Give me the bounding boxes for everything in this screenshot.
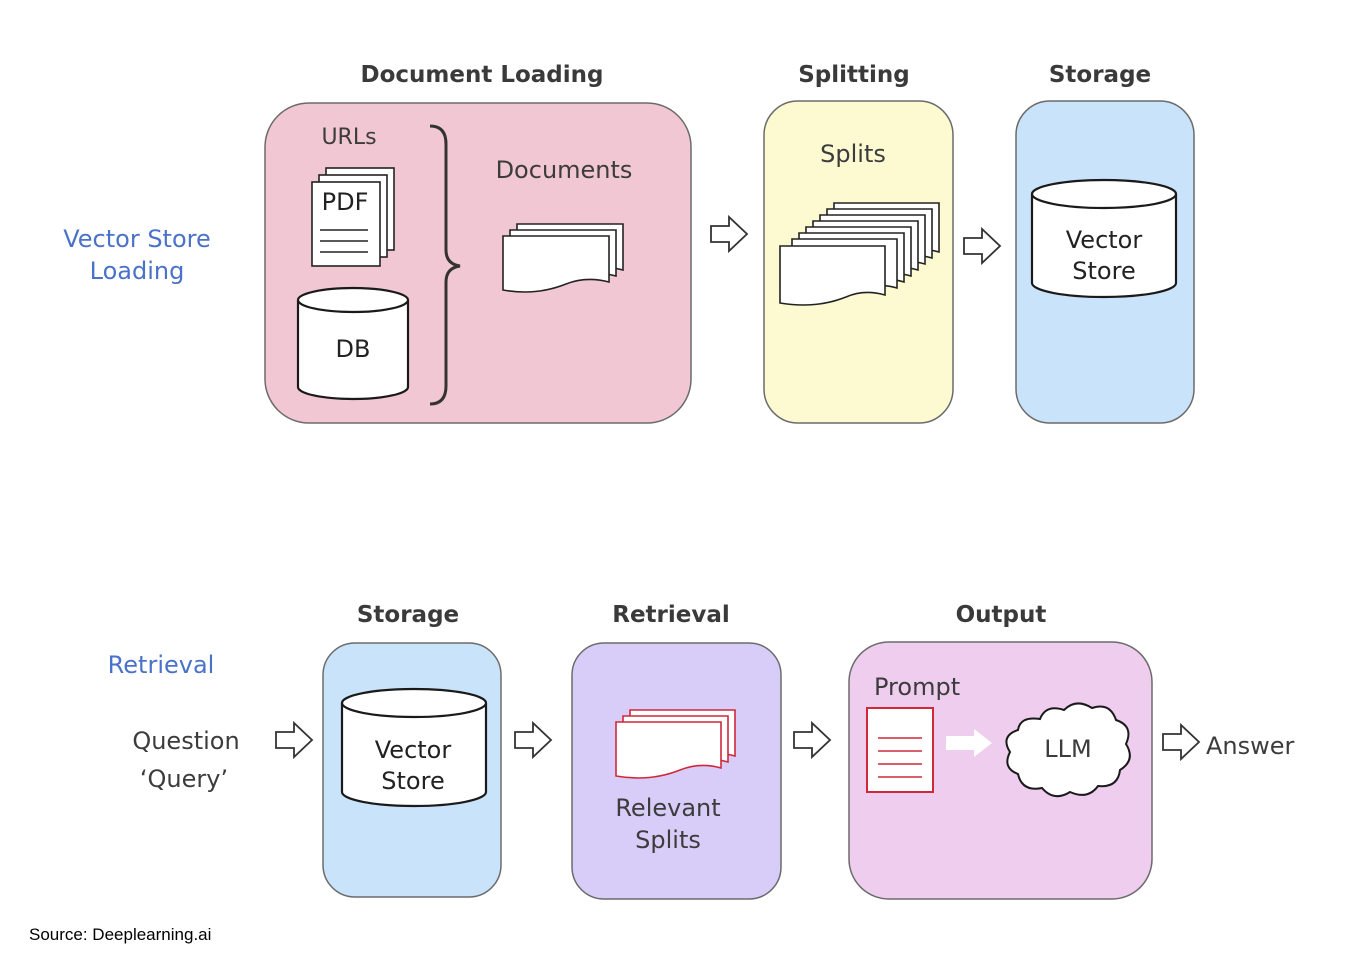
document-stack-icon	[502, 223, 624, 293]
llm-label: LLM	[1044, 735, 1091, 763]
answer-label: Answer	[1206, 732, 1295, 760]
db-label: DB	[336, 335, 371, 363]
right-arrow-icon	[710, 216, 748, 252]
vector-store-loading-label-line2: Loading	[90, 257, 185, 285]
right-arrow-icon	[1162, 724, 1200, 760]
relevant-splits-label-line2: Splits	[635, 826, 701, 854]
right-arrow-icon	[793, 722, 831, 758]
database-icon	[340, 687, 488, 808]
vector-store-label-line2: Store	[1072, 257, 1135, 285]
output-heading: Output	[956, 602, 1047, 628]
relevant-splits-label-line1: Relevant	[615, 794, 720, 822]
cloud-icon	[1005, 702, 1131, 798]
urls-label: URLs	[321, 125, 376, 150]
retrieval-row-label: Retrieval	[108, 651, 215, 679]
pdf-document-icon	[311, 167, 395, 267]
right-arrow-icon	[514, 722, 552, 758]
documents-label: Documents	[496, 156, 633, 184]
vector-store-label-line1: Vector	[375, 736, 452, 764]
prompt-label: Prompt	[874, 673, 960, 701]
prompt-document-icon	[866, 707, 934, 793]
right-arrow-icon	[963, 228, 1001, 264]
database-icon	[296, 286, 410, 401]
vector-store-label-line1: Vector	[1066, 226, 1143, 254]
vector-store-loading-label-line1: Vector Store	[63, 225, 211, 253]
splitting-heading: Splitting	[798, 62, 910, 88]
splits-label: Splits	[820, 140, 886, 168]
right-arrow-icon	[946, 729, 992, 757]
document-stack-icon	[615, 709, 736, 779]
document-stack-icon	[779, 202, 940, 306]
pdf-label: PDF	[322, 188, 369, 216]
document-loading-heading: Document Loading	[360, 62, 603, 88]
retrieval-heading: Retrieval	[612, 602, 730, 628]
storage-heading: Storage	[357, 602, 459, 628]
brace-icon	[429, 124, 461, 406]
storage-heading: Storage	[1049, 62, 1151, 88]
database-icon	[1030, 178, 1178, 299]
source-caption: Source: Deeplearning.ai	[29, 925, 211, 944]
question-label-line2: ‘Query’	[140, 765, 228, 793]
vector-store-label-line2: Store	[381, 767, 444, 795]
right-arrow-icon	[275, 722, 313, 758]
question-label-line1: Question	[132, 727, 239, 755]
